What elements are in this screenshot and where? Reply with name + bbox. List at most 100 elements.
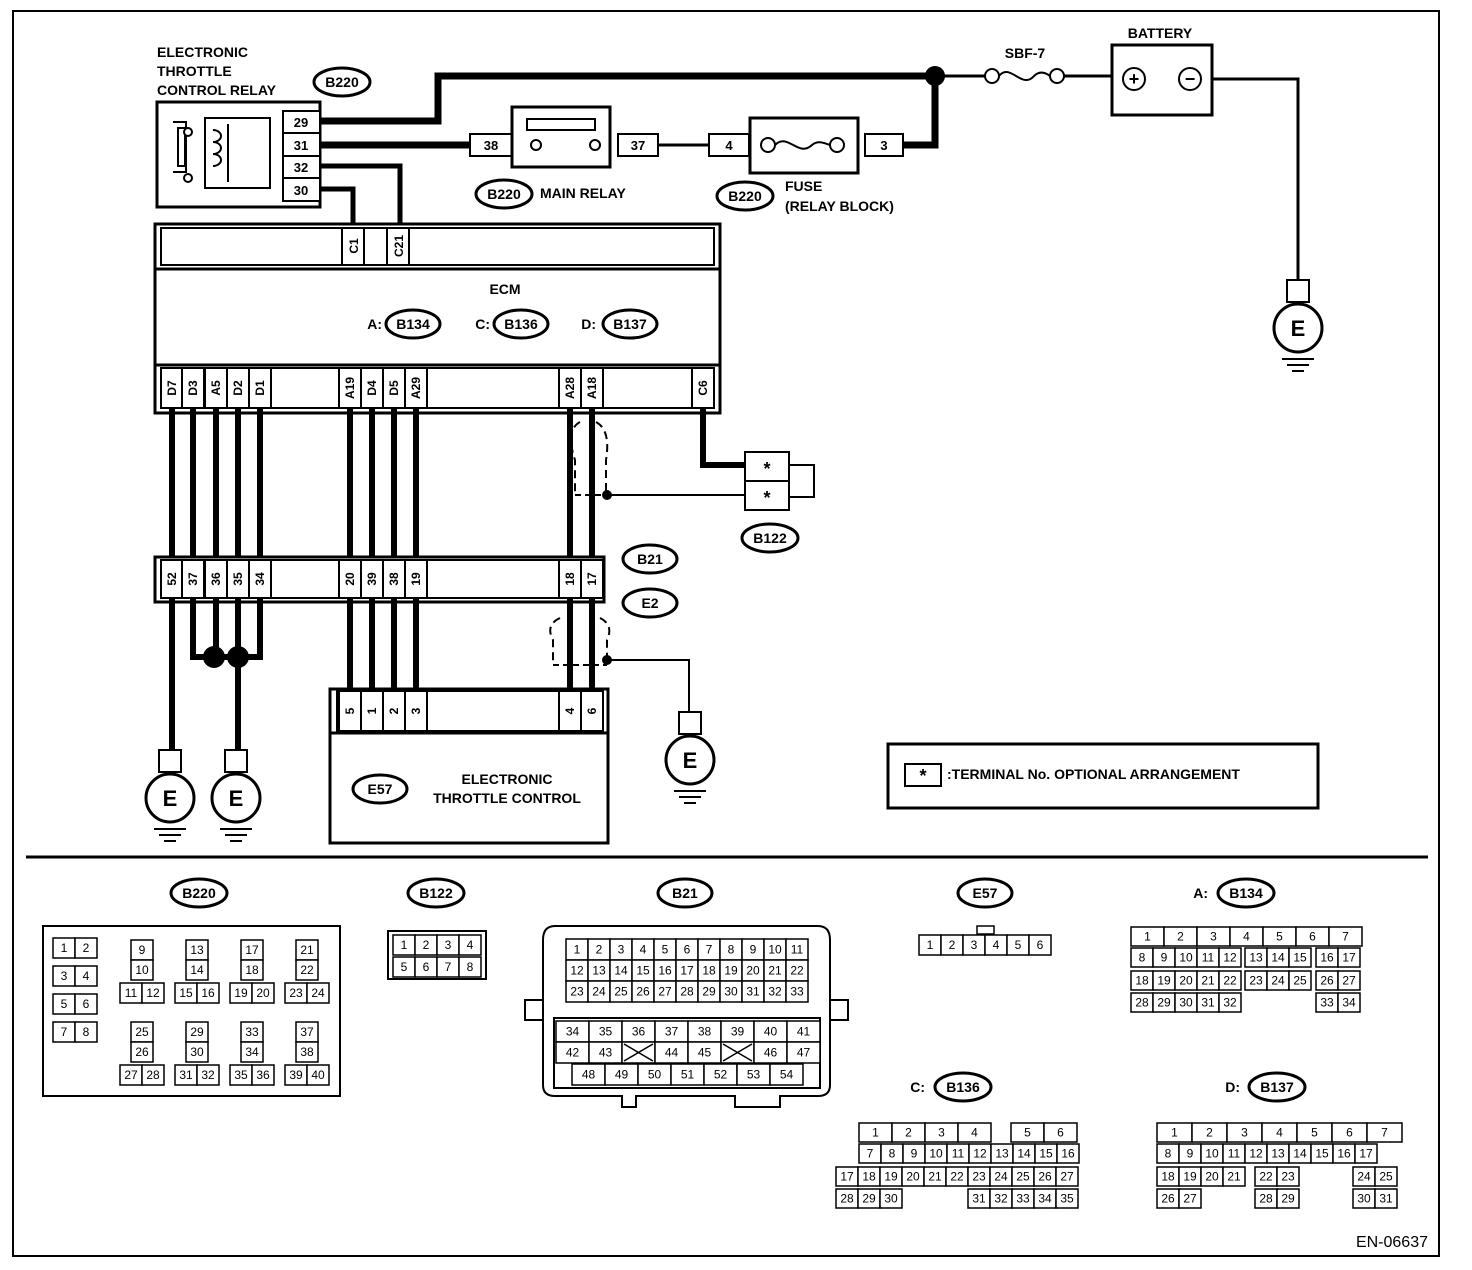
etc-pin: 3 (409, 707, 423, 714)
b137-cell: 22 (1259, 1170, 1273, 1184)
b134-cell: 3 (1210, 930, 1217, 944)
etc-label-2: THROTTLE CONTROL (433, 790, 581, 806)
b134-cell: 13 (1249, 951, 1263, 965)
fuse-label-2: (RELAY BLOCK) (785, 198, 894, 214)
b134-cell: 14 (1271, 951, 1285, 965)
b122-pin: * (763, 488, 770, 508)
b220-cell: 1 (61, 941, 68, 955)
c6-wire (700, 408, 745, 468)
view-title-b122: B122 (419, 885, 453, 901)
b220-cell: 17 (245, 943, 259, 957)
joint-pin: 39 (365, 572, 379, 586)
b136-cell: 25 (1016, 1170, 1030, 1184)
b21-cell: 27 (658, 985, 672, 999)
b136-cell: 13 (995, 1147, 1009, 1161)
fuse-pin: 4 (725, 138, 733, 153)
shield-ecm (570, 421, 745, 500)
b21-cell: 52 (714, 1068, 728, 1082)
relay-pin: 32 (294, 160, 308, 175)
view-title-e57: E57 (973, 885, 998, 901)
b220-cell: 4 (83, 969, 90, 983)
e57-cell: 2 (949, 938, 956, 952)
junction-dot (203, 646, 225, 668)
b21-cell: 16 (658, 964, 672, 978)
b136-cell: 22 (950, 1170, 964, 1184)
relay-pin: 29 (294, 115, 308, 130)
ecm-bottom-pin: A5 (209, 380, 223, 396)
b134-cell: 15 (1293, 951, 1307, 965)
b134-cell: 16 (1320, 951, 1334, 965)
b21-cell: 20 (746, 964, 760, 978)
main-relay-pin: 37 (631, 138, 645, 153)
b220-cell: 39 (289, 1068, 303, 1082)
b21-cell: 2 (596, 943, 603, 957)
b137-cell: 30 (1357, 1192, 1371, 1206)
b134-cell: 32 (1223, 996, 1237, 1010)
ecm-bottom-pin: D7 (165, 380, 179, 396)
battery: BATTERY + − (1110, 25, 1214, 117)
b134-cell: 28 (1135, 996, 1149, 1010)
ecm-connector-id: B134 (396, 316, 430, 332)
b136-cell: 34 (1038, 1192, 1052, 1206)
b136-cell: 17 (840, 1170, 854, 1184)
b220-cell: 40 (311, 1068, 325, 1082)
b21-cell: 23 (570, 985, 584, 999)
b21-cell: 34 (566, 1025, 580, 1039)
shield-etc (549, 617, 690, 712)
b136-cell: 27 (1060, 1170, 1074, 1184)
connector-view-titles: B220 B122 B21 E57 A: B134 C: B136 D: B13… (169, 877, 1307, 1103)
b21-cell: 54 (780, 1068, 794, 1082)
b134-cell: 30 (1179, 996, 1193, 1010)
joint-pin: 20 (343, 572, 357, 586)
ecm-to-b21-wires (169, 408, 595, 560)
etc-pin: 5 (343, 707, 357, 714)
b136-cell: 30 (884, 1192, 898, 1206)
b220-cell: 2 (83, 941, 90, 955)
ecm-prefix: C: (475, 316, 490, 332)
b134-cell: 19 (1157, 974, 1171, 988)
sbf-7-fusible-link: SBF-7 (984, 45, 1065, 84)
b134-cell: 31 (1201, 996, 1215, 1010)
fuse-pin: 3 (880, 138, 887, 153)
main-relay-label: MAIN RELAY (540, 185, 626, 201)
ecm-bottom-pin: D4 (365, 380, 379, 396)
b136-cell: 9 (911, 1147, 918, 1161)
b21-cell: 12 (570, 964, 584, 978)
legend: * :TERMINAL No. OPTIONAL ARRANGEMENT (886, 742, 1320, 810)
b21-cell: 18 (702, 964, 716, 978)
joint-pin: 18 (563, 572, 577, 586)
b21-cell: 24 (592, 985, 606, 999)
b21-cell: 46 (764, 1046, 778, 1060)
figure-code: EN-06637 (1356, 1234, 1428, 1251)
b220-cell: 23 (289, 986, 303, 1000)
b21-cell: 44 (665, 1046, 679, 1060)
b21-cell: 50 (648, 1068, 662, 1082)
b136-cell: 20 (906, 1170, 920, 1184)
b21-cell: 43 (599, 1046, 613, 1060)
ground-symbol: E (210, 749, 262, 842)
ecm-bottom-pin: A18 (585, 377, 599, 399)
b134-cell: 26 (1320, 974, 1334, 988)
view-prefix-b136: C: (910, 1079, 925, 1095)
b122-cell: 8 (467, 960, 474, 974)
b21-cell: 35 (599, 1025, 613, 1039)
b21-cell: 40 (764, 1025, 778, 1039)
b220-cell: 11 (125, 986, 138, 1000)
b137-cell: 11 (1228, 1147, 1241, 1161)
ecm-bottom-pin: D2 (231, 380, 245, 396)
fuse-connector-id: B220 (728, 188, 762, 204)
b220-cell: 8 (83, 1025, 90, 1039)
b122-cell: 6 (423, 960, 430, 974)
b137-cell: 4 (1276, 1126, 1283, 1140)
b21-cell: 7 (706, 943, 713, 957)
view-title-b137: B137 (1260, 1079, 1294, 1095)
b134-cell: 1 (1144, 930, 1151, 944)
b220-cell: 6 (83, 997, 90, 1011)
b21-cell: 49 (615, 1068, 629, 1082)
